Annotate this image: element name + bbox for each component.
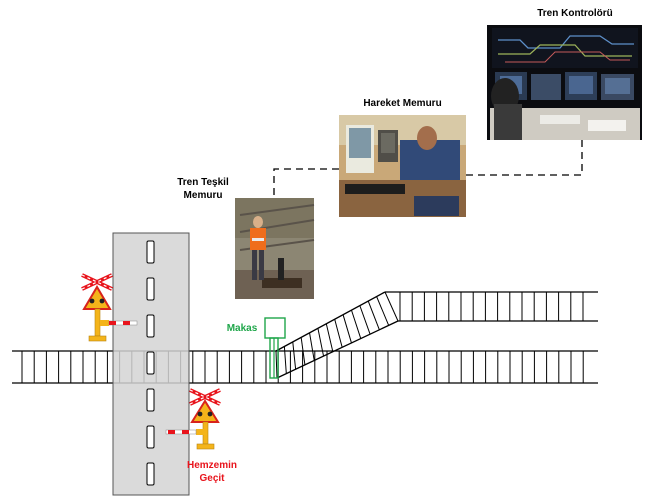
lane-marking: [147, 241, 154, 263]
label-makas: Makas: [218, 322, 266, 335]
track-tie: [318, 328, 324, 356]
lane-marking: [147, 463, 154, 485]
label-tren-teskil-memuru: Tren Teşkil Memuru: [168, 176, 238, 202]
road: [113, 233, 189, 495]
lane-marking: [147, 278, 154, 300]
track-tie: [335, 319, 342, 347]
lane-marking: [147, 315, 154, 337]
label-hareket-memuru: Hareket Memuru: [345, 97, 460, 110]
track-tie: [377, 297, 389, 326]
track-tie: [326, 324, 333, 352]
track-tie: [360, 306, 370, 335]
track-tie: [368, 301, 379, 330]
switch-track: [276, 292, 398, 378]
siding-track: [385, 292, 598, 321]
track-tie: [385, 292, 398, 321]
track-tie: [310, 333, 315, 361]
track-tie: [351, 310, 360, 338]
track-tie: [276, 351, 277, 378]
lane-marking: [147, 389, 154, 411]
track-tie: [343, 315, 351, 343]
main-track: [12, 351, 598, 383]
label-tren-kontrolor: Tren Kontrolörü: [520, 7, 630, 20]
photo-control-room: [487, 25, 642, 140]
photo-station-operator: [339, 115, 466, 217]
lane-marking: [147, 426, 154, 448]
label-hemzemin-gecit: Hemzemin Geçit: [180, 459, 244, 485]
lane-marking: [147, 352, 154, 374]
track-tie: [293, 342, 296, 369]
photo-yard-worker: [235, 198, 314, 299]
